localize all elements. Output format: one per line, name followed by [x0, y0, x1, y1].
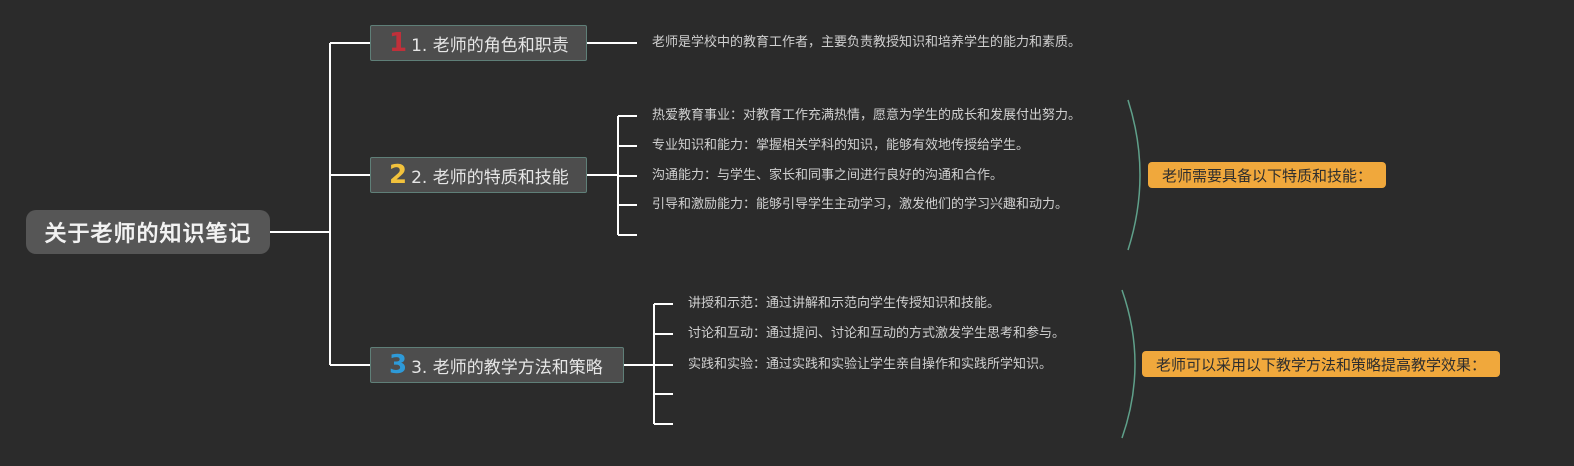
- summary-label: 老师需要具备以下特质和技能：: [1162, 166, 1373, 185]
- leaf-topic[interactable]: 老师是学校中的教育工作者，主要负责教授知识和培养学生的能力和素质。: [652, 35, 1082, 50]
- summary-label: 老师可以采用以下教学方法和策略提高教学效果：: [1156, 355, 1487, 374]
- leaf-topic[interactable]: 讨论和互动：通过提问、讨论和互动的方式激发学生思考和参与。: [688, 326, 1066, 341]
- summary-methods-strategies[interactable]: 老师可以采用以下教学方法和策略提高教学效果：: [1142, 351, 1501, 377]
- summary-traits-skills[interactable]: 老师需要具备以下特质和技能：: [1148, 162, 1387, 188]
- leaf-topic[interactable]: 专业知识和能力：掌握相关学科的知识，能够有效地传授给学生。: [652, 138, 1030, 153]
- number-two-icon: 2: [389, 160, 408, 190]
- leaf-topic[interactable]: 讲授和示范：通过讲解和示范向学生传授知识和技能。: [688, 296, 1001, 311]
- branch-roles-duties[interactable]: 1 1. 老师的角色和职责: [370, 25, 587, 61]
- branch-label: 2. 老师的特质和技能: [411, 167, 569, 188]
- leaf-topic[interactable]: 实践和实验：通过实践和实验让学生亲自操作和实践所学知识。: [688, 357, 1053, 372]
- root-title: 关于老师的知识笔记: [44, 222, 252, 247]
- root-topic[interactable]: 关于老师的知识笔记: [26, 210, 270, 254]
- leaf-topic[interactable]: 引导和激励能力：能够引导学生主动学习，激发他们的学习兴趣和动力。: [652, 197, 1069, 212]
- number-one-icon: 1: [389, 28, 408, 58]
- branch-methods-strategies[interactable]: 3 3. 老师的教学方法和策略: [370, 347, 624, 383]
- branch-label: 1. 老师的角色和职责: [411, 35, 569, 56]
- branch-traits-skills[interactable]: 2 2. 老师的特质和技能: [370, 157, 587, 193]
- number-three-icon: 3: [389, 350, 408, 380]
- leaf-topic[interactable]: 热爱教育事业：对教育工作充满热情，愿意为学生的成长和发展付出努力。: [652, 108, 1082, 123]
- leaf-topic[interactable]: 沟通能力：与学生、家长和同事之间进行良好的沟通和合作。: [652, 168, 1004, 183]
- branch-label: 3. 老师的教学方法和策略: [411, 357, 603, 378]
- summary-bracket-1: [1127, 99, 1141, 251]
- summary-bracket-2: [1121, 289, 1136, 439]
